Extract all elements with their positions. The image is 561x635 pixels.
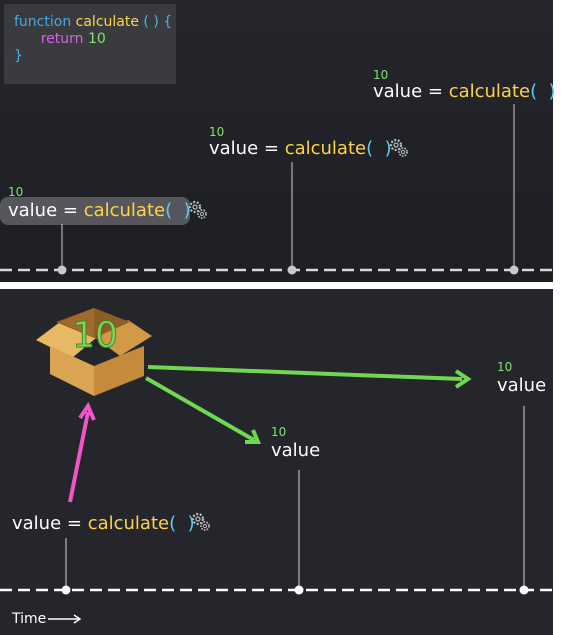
bottom-panel: [0, 289, 553, 635]
code-snippet: function calculate ( ) { return 10 }: [4, 4, 176, 84]
timeline-point: [294, 585, 304, 595]
open-paren: (: [530, 81, 538, 102]
cache-value: 10: [72, 315, 118, 356]
arrow-to-near-read: [145, 376, 261, 444]
assign-operator: =: [61, 513, 88, 534]
read-result: 10: [497, 360, 513, 374]
timeline-point: [57, 265, 67, 275]
assign-operator: =: [258, 138, 285, 159]
variable-name: value: [12, 513, 62, 534]
arrow-to-far-read: [147, 365, 472, 389]
read-label: value: [497, 375, 547, 396]
open-paren: (: [169, 513, 177, 534]
code-line-3: }: [14, 48, 176, 65]
function-keyword: function: [14, 14, 72, 30]
time-axis-label: Time: [12, 611, 47, 627]
call-result: 10: [373, 68, 389, 82]
open-paren: (: [366, 138, 374, 159]
timeline-point: [61, 585, 71, 595]
gear-icon: [389, 138, 408, 157]
timeline-point: [287, 265, 297, 275]
timeline-point: [509, 265, 519, 275]
variable-name: value: [373, 81, 423, 102]
assign-operator: =: [422, 81, 449, 102]
function-name: calculate: [75, 14, 139, 30]
code-line-2: return 10: [14, 31, 176, 48]
variable-name: value: [209, 138, 259, 159]
read-label: value: [271, 440, 321, 461]
current-call-highlight: [0, 197, 190, 225]
assign-operator: =: [57, 200, 84, 221]
close-paren: ): [187, 513, 195, 534]
close-paren: ): [183, 200, 191, 221]
call-expression: value = calculate( ): [12, 513, 195, 535]
code-line-1: function calculate ( ) {: [14, 14, 176, 31]
read-result: 10: [271, 425, 287, 439]
function-call-name: calculate: [83, 200, 166, 221]
closing-brace: }: [14, 48, 23, 64]
function-call-name: calculate: [87, 513, 170, 534]
close-paren: ): [548, 81, 556, 102]
return-keyword: return: [40, 31, 84, 47]
function-call-name: calculate: [448, 81, 531, 102]
box-icon: [36, 308, 152, 396]
gear-icon: [191, 512, 210, 531]
call-expression: value = calculate( ): [8, 200, 191, 222]
open-paren: (: [165, 200, 173, 221]
gear-icon: [188, 200, 207, 219]
call-expression: value = calculate( ): [209, 138, 392, 160]
function-call-name: calculate: [284, 138, 367, 159]
close-paren: ): [384, 138, 392, 159]
call-result: 10: [209, 125, 225, 139]
call-expression: value = calculate( ): [373, 81, 556, 103]
arrow-right-icon: [48, 614, 82, 624]
variable-name: value: [8, 200, 58, 221]
call-result: 10: [8, 185, 24, 199]
return-value: 10: [87, 31, 106, 47]
arrow-to-box: [68, 401, 96, 503]
code-signature: ( ) {: [138, 14, 173, 30]
timeline-point: [519, 585, 529, 595]
